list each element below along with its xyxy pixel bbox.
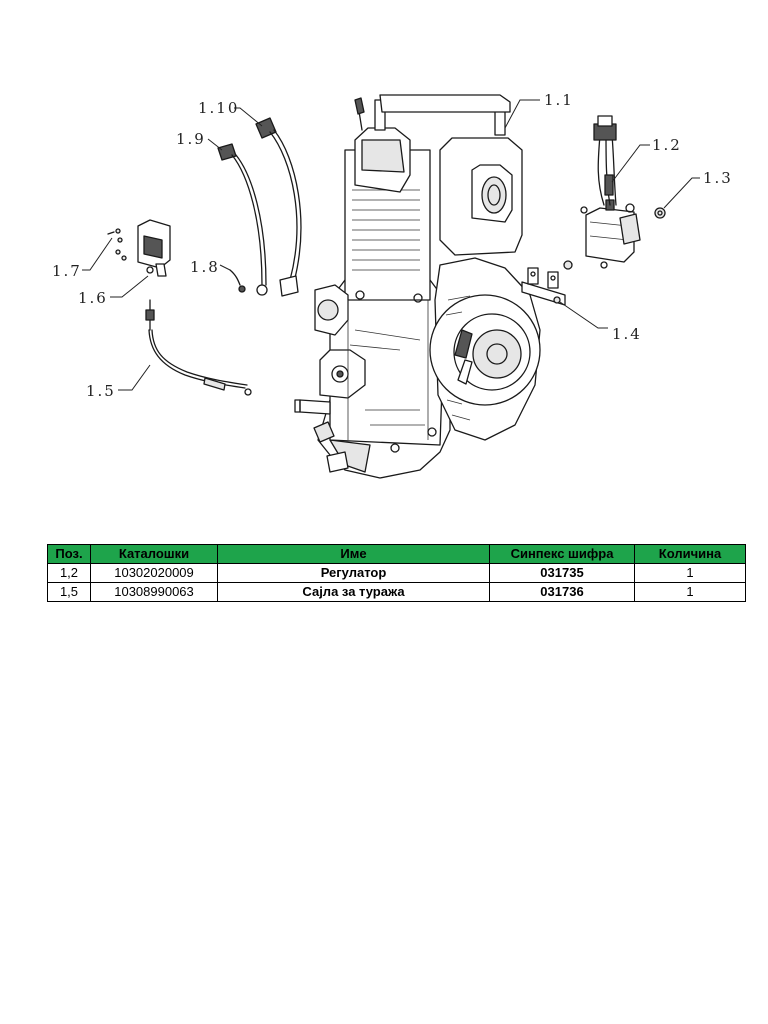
throttle-cable-part (145, 299, 252, 396)
cell-name: Регулатор (217, 563, 490, 583)
callout-1-10: 1.10 (198, 99, 239, 117)
callout-1-3: 1.3 (703, 169, 733, 187)
header-qty: Количина (634, 544, 746, 564)
cell-pos: 1,5 (47, 582, 91, 602)
cell-name: Сајла за туража (217, 582, 490, 602)
header-pos: Поз. (47, 544, 91, 564)
table-row: 1,2 10302020009 Регулатор 031735 1 (47, 563, 746, 583)
engine-assembly (294, 94, 541, 479)
cell-code: 031735 (489, 563, 635, 583)
callout-1-9: 1.9 (176, 130, 206, 148)
ground-cable-part (217, 143, 268, 296)
screws-part (107, 228, 127, 261)
callout-1-5: 1.5 (86, 382, 116, 400)
header-catalog: Каталошки (90, 544, 218, 564)
nut-part (654, 207, 666, 219)
leader-lines (82, 99, 700, 391)
callout-labels: 1.1 1.2 1.3 1.4 1.5 1.6 1.7 1.8 1.9 1.10 (52, 91, 733, 400)
callout-1-6: 1.6 (78, 289, 108, 307)
callout-1-8: 1.8 (190, 258, 220, 276)
callout-1-4: 1.4 (612, 325, 642, 343)
table-header-row: Поз. Каталошки Име Синпекс шифра Количин… (47, 544, 746, 564)
regulator-part (580, 115, 641, 269)
bracket-part (521, 260, 573, 306)
positive-cable-part (255, 117, 302, 297)
cable-terminal-part (229, 269, 246, 293)
cell-code: 031736 (489, 582, 635, 602)
header-name: Име (217, 544, 490, 564)
callout-1-2: 1.2 (652, 136, 682, 154)
callout-1-1: 1.1 (544, 91, 574, 109)
parts-table: Поз. Каталошки Име Синпекс шифра Количин… (47, 544, 746, 602)
cell-catalog: 10308990063 (90, 582, 218, 602)
callout-1-7: 1.7 (52, 262, 82, 280)
solenoid-part (137, 219, 171, 277)
cell-catalog: 10302020009 (90, 563, 218, 583)
cell-qty: 1 (634, 563, 746, 583)
cell-qty: 1 (634, 582, 746, 602)
cell-pos: 1,2 (47, 563, 91, 583)
header-code: Синпекс шифра (489, 544, 635, 564)
table-row: 1,5 10308990063 Сајла за туража 031736 1 (47, 582, 746, 602)
engine-exploded-diagram: 1.1 1.2 1.3 1.4 1.5 1.6 1.7 1.8 1.9 1.10 (52, 91, 733, 479)
